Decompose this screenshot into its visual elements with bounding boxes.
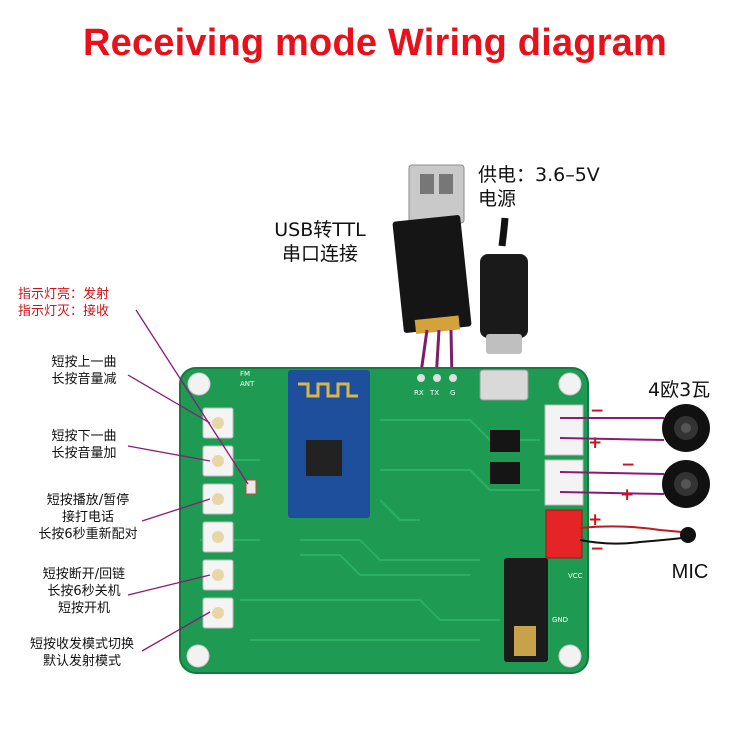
speaker2-minus: − bbox=[621, 455, 635, 475]
speaker1-minus: − bbox=[590, 401, 604, 421]
speaker-icon bbox=[662, 460, 710, 508]
button2-label: 短按下一曲 长按音量加 bbox=[51, 429, 117, 461]
speaker-label: 4欧3瓦 bbox=[648, 379, 711, 401]
mic-minus: − bbox=[590, 539, 604, 559]
mic-label: MIC bbox=[671, 561, 709, 583]
button1-label: 短按上一曲 长按音量减 bbox=[51, 355, 117, 387]
silk-gnd: GND bbox=[552, 616, 568, 624]
silk-ant: ANT bbox=[240, 380, 255, 388]
indicator-label: 指示灯亮：发射 指示灯灭：接收 bbox=[18, 287, 110, 319]
polarity-marks: − + − + + − bbox=[588, 401, 635, 559]
pin-label-rx: RX bbox=[414, 389, 424, 397]
mic-icon bbox=[579, 525, 696, 545]
speaker1-plus: + bbox=[588, 433, 602, 453]
button5-label: 短按收发模式切换 默认发射模式 bbox=[29, 637, 134, 669]
pin-label-tx: TX bbox=[429, 389, 439, 397]
power-label: 供电：3.6–5V 电源 bbox=[478, 164, 600, 210]
usb-ttl-adapter bbox=[392, 164, 472, 334]
page-title: Receiving mode Wiring diagram bbox=[82, 22, 668, 64]
callout-lines bbox=[127, 309, 249, 652]
mic-plus: + bbox=[588, 510, 602, 530]
pin-label-g: G bbox=[450, 389, 455, 397]
micro-usb-power-plug bbox=[480, 217, 528, 354]
speaker-wires bbox=[559, 417, 665, 495]
silkscreen: RX TX G FM ANT VCC GND bbox=[240, 370, 583, 624]
silk-fm: FM bbox=[240, 370, 250, 378]
bluetooth-audio-pcb bbox=[179, 367, 589, 674]
silk-vcc: VCC bbox=[568, 572, 583, 580]
usb-ttl-label: USB转TTL 串口连接 bbox=[274, 219, 366, 265]
button4-label: 短按断开/回链 长按6秒关机 短按开机 bbox=[42, 567, 126, 616]
button3-label: 短按播放/暂停 接打电话 长按6秒重新配对 bbox=[38, 493, 138, 542]
speaker-icon bbox=[662, 404, 710, 452]
speaker2-plus: + bbox=[620, 485, 634, 505]
